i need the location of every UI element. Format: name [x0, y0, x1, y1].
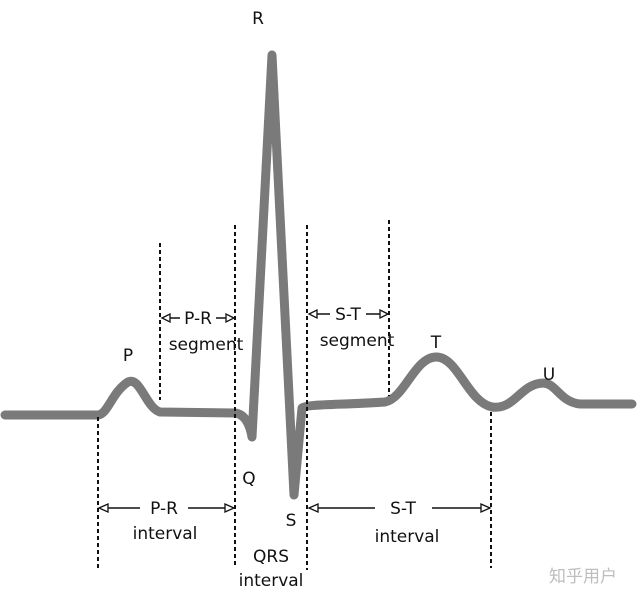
pr-interval-label-2: interval: [133, 524, 198, 544]
st-segment-arrow: [307, 308, 390, 320]
st-interval-arrow: [307, 502, 492, 514]
pr-segment-label: P-R: [184, 309, 212, 329]
u-wave-label: U: [543, 365, 555, 385]
watermark: 知乎用户: [549, 567, 617, 587]
st-interval-label: S-T: [390, 499, 416, 519]
pr-interval-label: P-R: [150, 499, 178, 519]
qrs-interval-label-2: interval: [239, 571, 304, 591]
st-segment-label-2: segment: [320, 331, 395, 351]
s-wave-label: S: [286, 511, 297, 531]
st-segment-label: S-T: [335, 305, 361, 325]
p-wave-label: P: [123, 346, 133, 366]
qrs-interval-label: QRS: [253, 547, 289, 567]
pr-segment-arrow: [160, 312, 236, 324]
ecg-trace: [0, 50, 637, 500]
r-wave-label: R: [252, 9, 264, 29]
st-interval-label-2: interval: [375, 527, 440, 547]
q-wave-label: Q: [242, 469, 255, 489]
t-wave-label: T: [430, 333, 442, 353]
pr-interval-arrow: [97, 502, 236, 514]
pr-segment-label-2: segment: [169, 335, 244, 355]
